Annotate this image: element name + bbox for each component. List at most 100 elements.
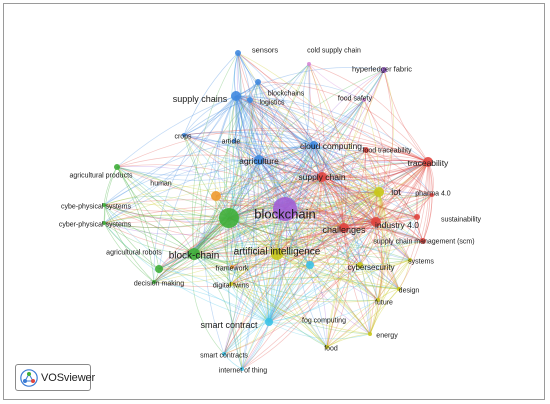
node-smart-contract[interactable] bbox=[265, 318, 273, 326]
node-human[interactable] bbox=[211, 191, 221, 201]
node-label-food[interactable]: food bbox=[324, 345, 338, 352]
node-sensors[interactable] bbox=[235, 50, 241, 56]
network-link bbox=[153, 161, 429, 283]
node-cybe-physical-systems[interactable] bbox=[102, 203, 106, 207]
node-challenges[interactable] bbox=[339, 223, 349, 233]
node-sustainability[interactable] bbox=[414, 214, 420, 220]
network-link bbox=[193, 95, 237, 255]
network-link bbox=[369, 191, 384, 335]
node-label-decision-making[interactable]: decision making bbox=[134, 280, 184, 287]
network-link bbox=[103, 203, 278, 255]
node-block-chain[interactable] bbox=[188, 248, 200, 260]
node-label-cold-supply-chain[interactable]: cold supply chain bbox=[307, 47, 361, 54]
node-hyperledger-fabric[interactable] bbox=[381, 67, 387, 73]
node-label-artificial-intelligence[interactable]: artificial intelligence bbox=[234, 247, 321, 258]
node-label-sensors[interactable]: sensors bbox=[252, 46, 279, 55]
node-label-challenges[interactable]: challenges bbox=[322, 225, 366, 235]
node-agriculture[interactable] bbox=[254, 155, 264, 165]
node-label-logistics[interactable]: logistics bbox=[260, 99, 285, 106]
node-label-supply-chains[interactable]: supply chains bbox=[173, 94, 228, 104]
node-label-framework[interactable]: framework bbox=[216, 265, 249, 272]
node-agricultural-products[interactable] bbox=[114, 164, 120, 170]
node-label-supply-chain[interactable]: supply chain bbox=[298, 172, 346, 182]
node-framework[interactable] bbox=[230, 265, 234, 269]
network-link bbox=[235, 95, 260, 161]
node-digital-twins[interactable] bbox=[229, 282, 233, 286]
node-logistics[interactable] bbox=[247, 97, 253, 103]
node-blockchains[interactable] bbox=[255, 79, 261, 85]
node-label-blockchain[interactable]: blockchain bbox=[254, 207, 315, 222]
node-artificial-intelligence[interactable] bbox=[271, 248, 283, 260]
network-link bbox=[193, 222, 345, 255]
node-decision-making[interactable] bbox=[152, 280, 156, 284]
node-label-internet-of-thing[interactable]: internet of thing bbox=[219, 367, 267, 374]
node-label-blockchains[interactable]: blockchains bbox=[268, 90, 305, 97]
node-label-hyperledger-fabric[interactable]: hyperledger fabric bbox=[352, 65, 412, 74]
node-industry-4-0[interactable] bbox=[371, 217, 381, 227]
node-label-future[interactable]: future bbox=[375, 299, 393, 306]
node-label-pharma-4-0[interactable]: pharma 4.0 bbox=[415, 190, 451, 197]
node-label-cybe-physical-systems[interactable]: cybe-physical systems bbox=[61, 203, 132, 210]
node-label-traceability[interactable]: traceability bbox=[408, 158, 449, 168]
network-link bbox=[343, 227, 424, 242]
keyword-cooccurrence-network[interactable]: blockchain sensors cold supply chain hyperl… bbox=[4, 4, 544, 399]
node-supply-chains[interactable] bbox=[231, 91, 241, 101]
node-internet-of-thing[interactable] bbox=[240, 367, 244, 371]
node-label-crops[interactable]: crops bbox=[174, 133, 192, 140]
node-fog-computing[interactable] bbox=[306, 261, 314, 269]
node-future[interactable] bbox=[376, 298, 380, 302]
node-food[interactable] bbox=[325, 345, 329, 349]
network-link bbox=[193, 161, 429, 255]
node-traceability[interactable] bbox=[423, 157, 433, 167]
network-link bbox=[359, 264, 379, 301]
node-label-sustainability[interactable]: sustainability bbox=[441, 216, 482, 223]
node-label-smart-contracts[interactable]: smart contracts bbox=[200, 352, 248, 359]
node-label-block-chain[interactable]: block-chain bbox=[169, 251, 220, 262]
node-label-design[interactable]: design bbox=[399, 287, 420, 294]
node-iot[interactable] bbox=[374, 187, 384, 197]
node-smart-contracts[interactable] bbox=[222, 352, 226, 356]
node-pharma-4-0[interactable] bbox=[430, 193, 434, 197]
node-label-cybersecurity[interactable]: cybersecurity bbox=[347, 263, 394, 272]
network-link bbox=[193, 144, 315, 255]
network-link bbox=[233, 140, 315, 148]
node-cybersecurity[interactable] bbox=[357, 262, 363, 268]
node-design[interactable] bbox=[397, 287, 401, 291]
node-crops[interactable] bbox=[182, 133, 186, 137]
node-supply-chain[interactable] bbox=[317, 172, 327, 182]
node-label-agricultural-products[interactable]: agricultural products bbox=[69, 172, 133, 179]
node-label-energy[interactable]: energy bbox=[376, 332, 398, 339]
node-green-hub[interactable] bbox=[219, 208, 239, 228]
node-energy[interactable] bbox=[368, 332, 372, 336]
node-label-systems[interactable]: systems bbox=[408, 258, 434, 265]
network-link bbox=[249, 99, 260, 161]
node-label-supply-chain-management-scm[interactable]: supply chain management (scm) bbox=[373, 238, 474, 245]
node-label-food-traceability[interactable]: food traceability bbox=[362, 147, 412, 154]
node-food-traceability[interactable] bbox=[363, 147, 369, 153]
node-label-digital-twins[interactable]: digital twins bbox=[213, 282, 250, 289]
node-cloud-computing[interactable] bbox=[310, 141, 318, 149]
node-label-iot[interactable]: iot bbox=[391, 187, 401, 197]
node-label-industry-4-0[interactable]: industry 4.0 bbox=[375, 220, 419, 230]
node-label-fog-computing[interactable]: fog computing bbox=[302, 317, 346, 324]
node-label-agricultural-robots[interactable]: agricultural robots bbox=[106, 249, 162, 256]
network-visualization-panel[interactable]: blockchain sensors cold supply chain hyperl… bbox=[3, 3, 545, 400]
node-label-agriculture[interactable]: agriculture bbox=[239, 156, 279, 166]
node-label-human[interactable]: human bbox=[150, 180, 172, 187]
node-systems[interactable] bbox=[408, 258, 412, 262]
vosviewer-logo[interactable]: VOSviewer bbox=[15, 364, 95, 391]
node-supply-chain-management-scm[interactable] bbox=[420, 238, 426, 244]
node-label-cloud-computing[interactable]: cloud computing bbox=[300, 141, 362, 151]
node-label-smart-contract[interactable]: smart contract bbox=[200, 320, 258, 330]
node-food-safety[interactable] bbox=[362, 98, 366, 102]
node-cyber-physical-systems[interactable] bbox=[102, 221, 106, 225]
node-label-food-safety[interactable]: food safety bbox=[338, 95, 373, 102]
node-blockchain[interactable] bbox=[273, 197, 297, 221]
node-article[interactable] bbox=[232, 139, 236, 143]
node-label-cyber-physical-systems[interactable]: cyber-physical systems bbox=[59, 221, 132, 228]
node-cold-supply-chain[interactable] bbox=[307, 62, 311, 66]
node-agricultural-robots[interactable] bbox=[155, 265, 163, 273]
node-label-article[interactable]: article bbox=[222, 138, 241, 145]
network-link bbox=[365, 149, 377, 223]
network-link bbox=[153, 144, 315, 283]
